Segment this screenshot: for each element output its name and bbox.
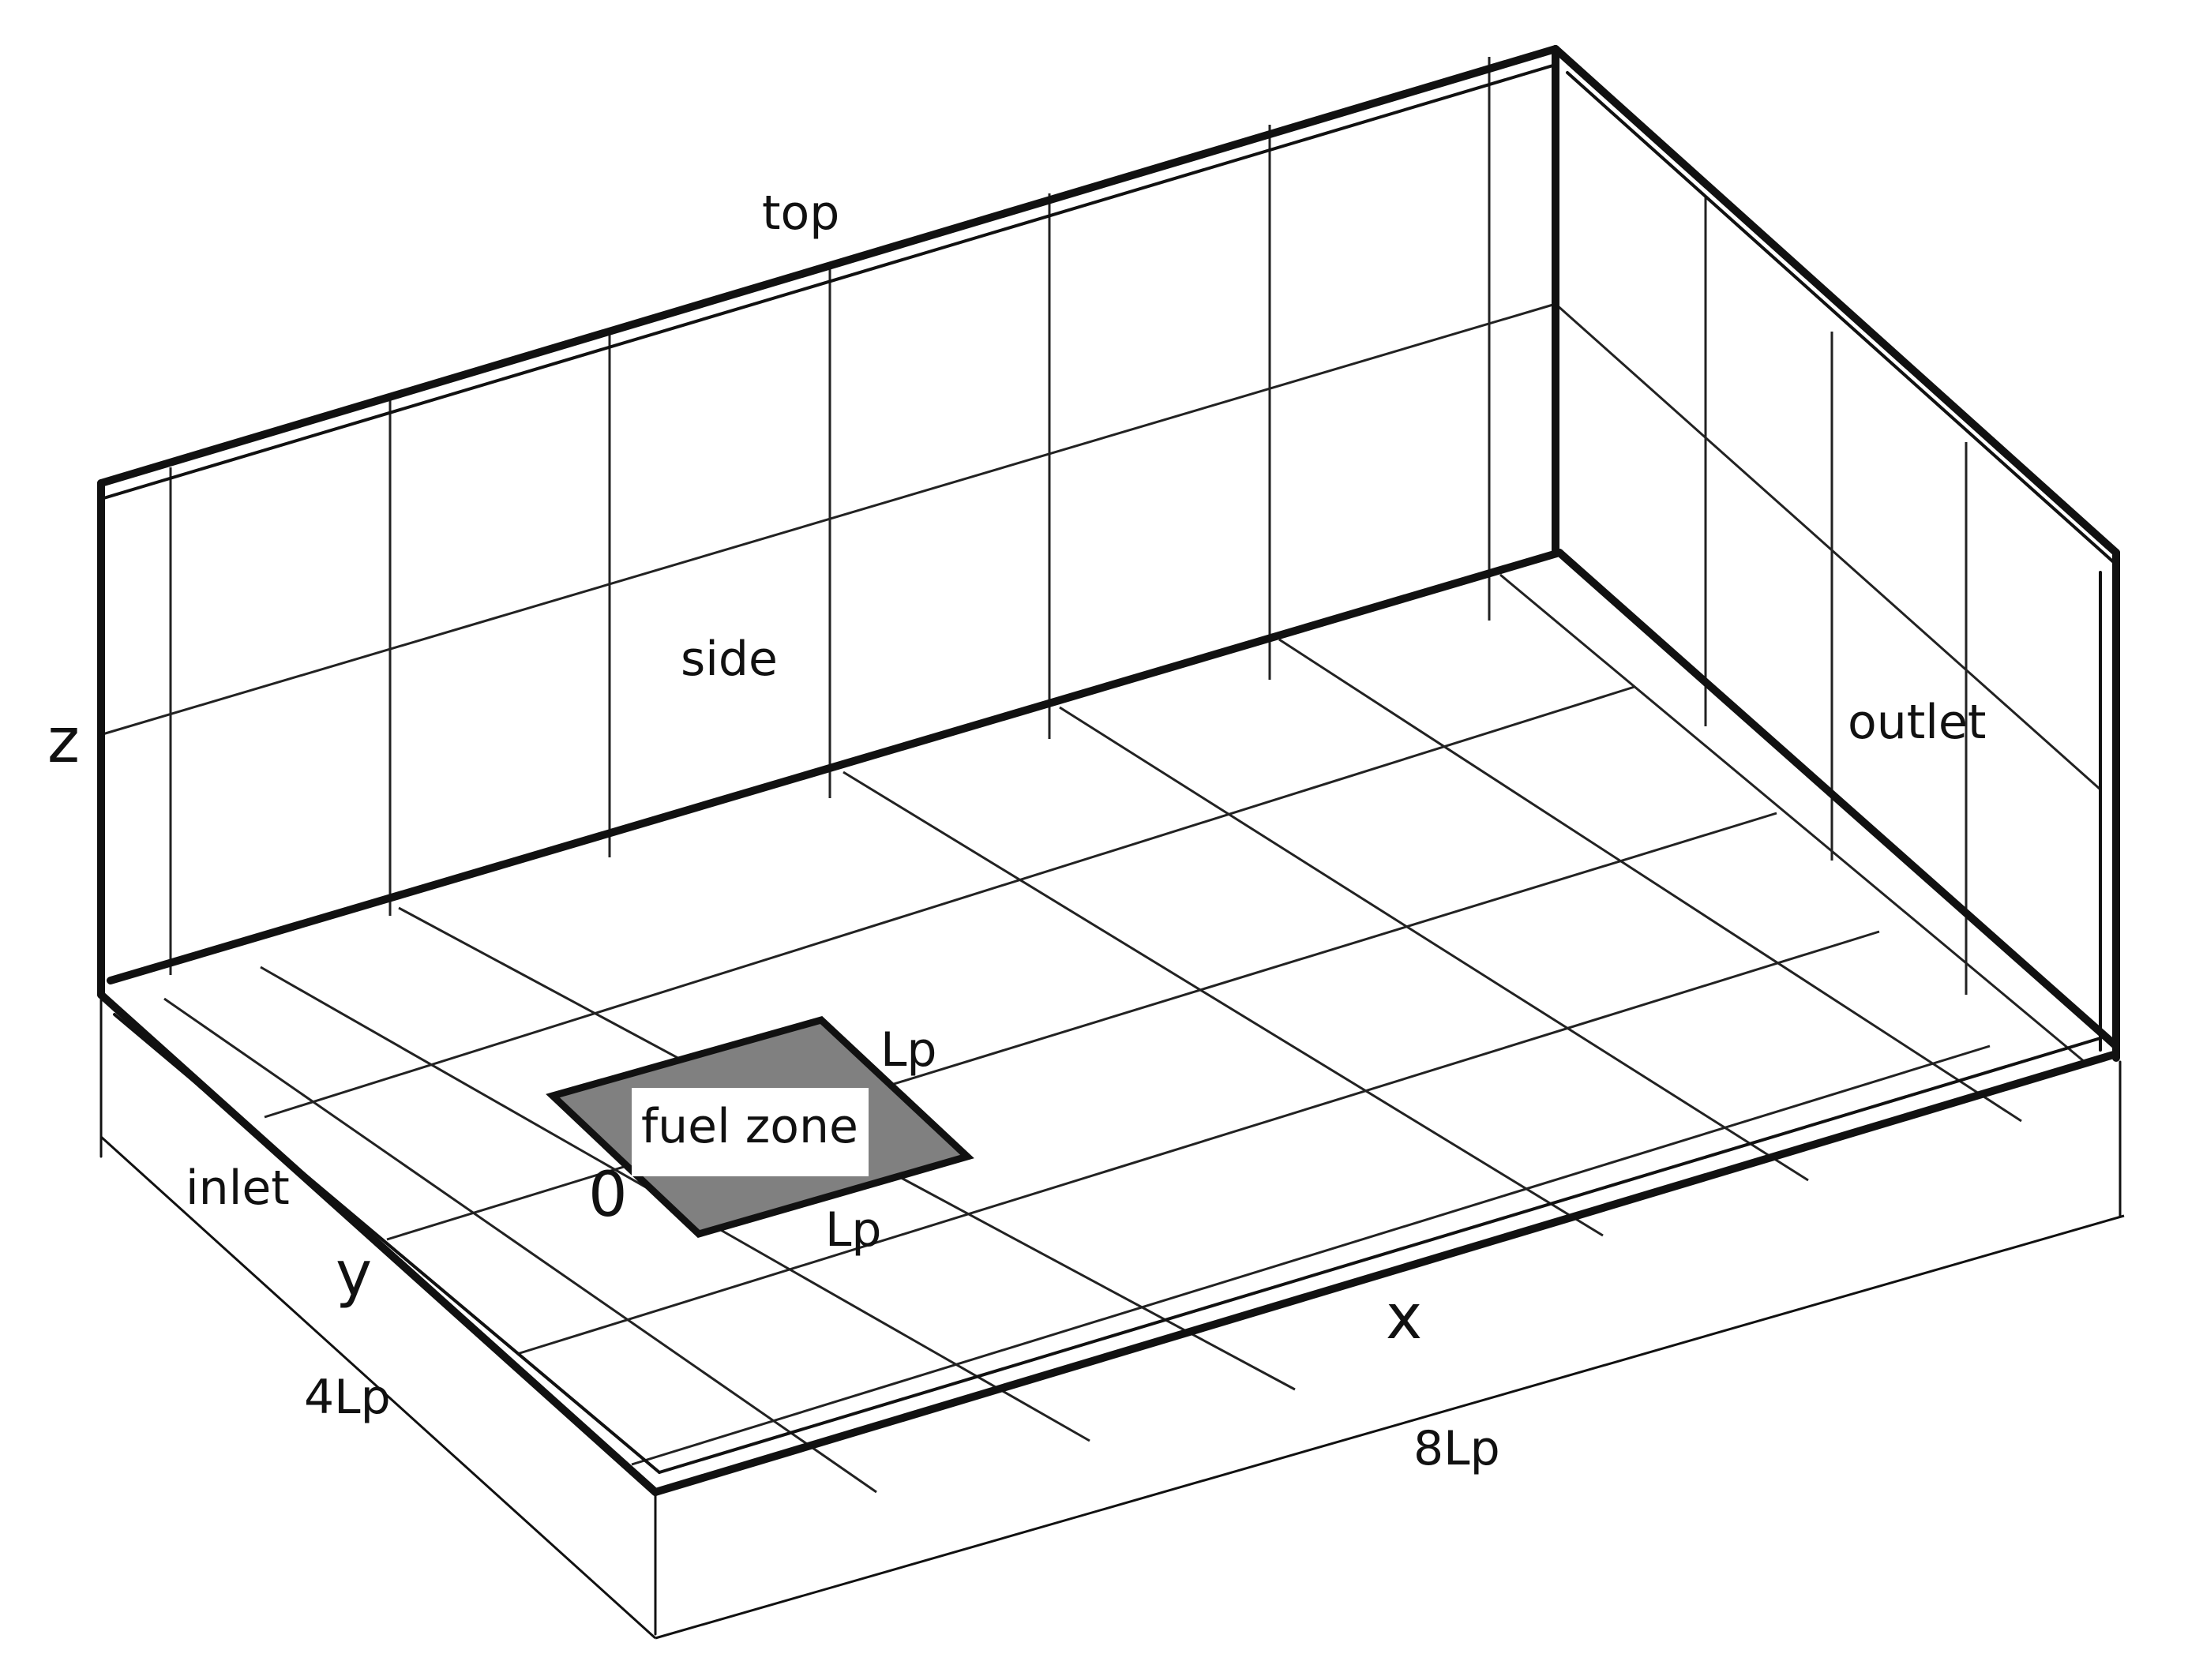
label-side: side [681, 632, 778, 687]
dimension-lines [99, 1135, 2125, 1640]
domain-frame [97, 45, 2122, 1636]
label-dim-width: 4Lp [304, 1370, 391, 1425]
side-wall-grid [102, 57, 1556, 975]
label-fuel-lp-bottom: Lp [825, 1202, 882, 1258]
label-axis-x: x [1386, 1282, 1422, 1353]
label-axis-z: z [47, 706, 80, 777]
label-inlet: inlet [186, 1161, 290, 1216]
label-origin: 0 [588, 1160, 628, 1231]
label-fuel-zone: fuel zone [641, 1099, 858, 1154]
label-top: top [762, 186, 839, 241]
label-outlet: outlet [1848, 695, 1986, 750]
outlet-wall-grid [1555, 197, 2101, 995]
label-axis-y: y [336, 1239, 372, 1310]
fuel-zone-label-bg [632, 1088, 869, 1176]
label-fuel-lp-right: Lp [880, 1022, 937, 1078]
label-dim-length: 8Lp [1413, 1421, 1500, 1476]
